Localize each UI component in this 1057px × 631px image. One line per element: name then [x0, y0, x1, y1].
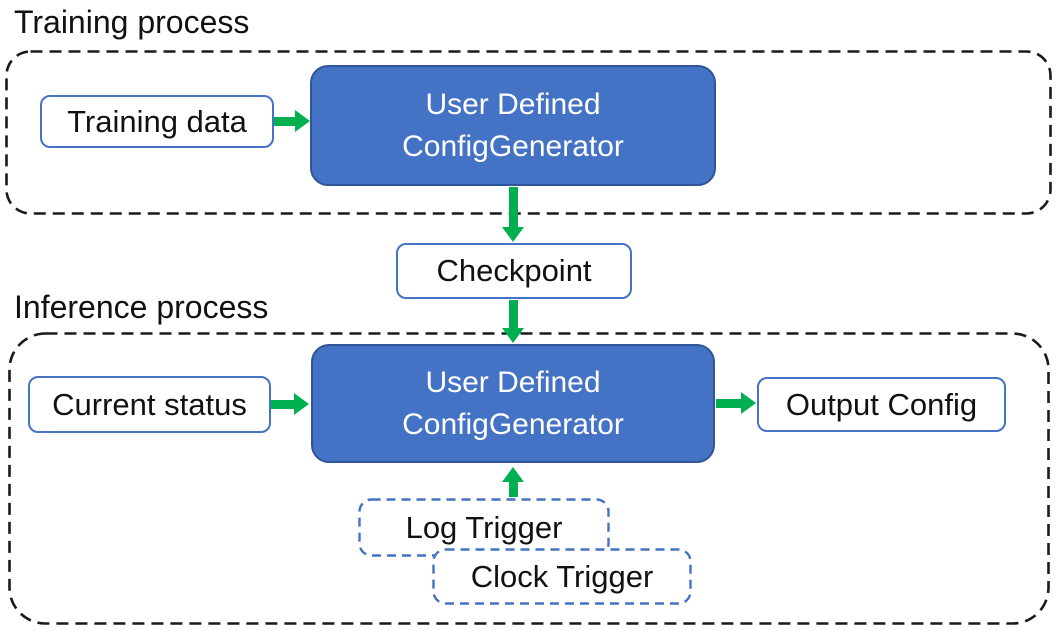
inference-config-generator-box: User Defined ConfigGenerator: [311, 344, 715, 463]
clock-trigger-label: Clock Trigger: [470, 558, 654, 594]
arrow-generator-to-output-config: [716, 392, 756, 414]
arrow-shaft: [508, 300, 518, 328]
arrow-head: [502, 328, 524, 343]
arrow-head: [741, 392, 756, 414]
training-process-label: Training process: [14, 4, 250, 40]
arrow-shaft: [508, 482, 518, 497]
log-trigger-label: Log Trigger: [405, 509, 563, 545]
generator-label-line2: ConfigGenerator: [402, 407, 624, 441]
training-container-dashed-border: [5, 50, 1052, 215]
clock-trigger-box: Clock Trigger: [432, 548, 692, 605]
inference-process-container: [8, 332, 1050, 625]
checkpoint-label: Checkpoint: [436, 253, 592, 288]
arrow-head: [294, 393, 309, 415]
arrow-head: [295, 110, 310, 132]
arrow-shaft: [271, 399, 294, 409]
training-data-label: Training data: [67, 103, 247, 139]
arrow-current-status-to-generator: [271, 393, 309, 415]
arrow-head: [502, 227, 524, 242]
arrow-checkpoint-to-generator: [502, 300, 524, 343]
generator-label-line2: ConfigGenerator: [402, 129, 624, 163]
current-status-box: Current status: [28, 376, 271, 433]
training-process-container: [5, 50, 1052, 215]
arrow-head: [502, 467, 524, 482]
output-config-box: Output Config: [757, 377, 1006, 432]
arrow-generator-to-checkpoint: [502, 187, 524, 242]
inference-process-label: Inference process: [14, 289, 269, 325]
checkpoint-box: Checkpoint: [396, 243, 632, 299]
clock-trigger-dashed-border: [432, 548, 692, 605]
generator-label-line1: User Defined: [425, 87, 601, 121]
output-config-label: Output Config: [785, 386, 978, 422]
arrow-training-data-to-generator: [274, 110, 310, 132]
inference-container-dashed-border: [8, 332, 1050, 625]
training-config-generator-box: User Defined ConfigGenerator: [310, 65, 716, 186]
arrow-triggers-to-generator: [502, 467, 524, 497]
current-status-label: Current status: [52, 386, 247, 422]
arrow-shaft: [508, 187, 518, 227]
training-data-box: Training data: [40, 95, 274, 148]
arrow-shaft: [716, 398, 741, 408]
generator-label-line1: User Defined: [425, 365, 601, 399]
arrow-shaft: [274, 116, 295, 126]
log-trigger-box: Log Trigger: [358, 498, 610, 557]
